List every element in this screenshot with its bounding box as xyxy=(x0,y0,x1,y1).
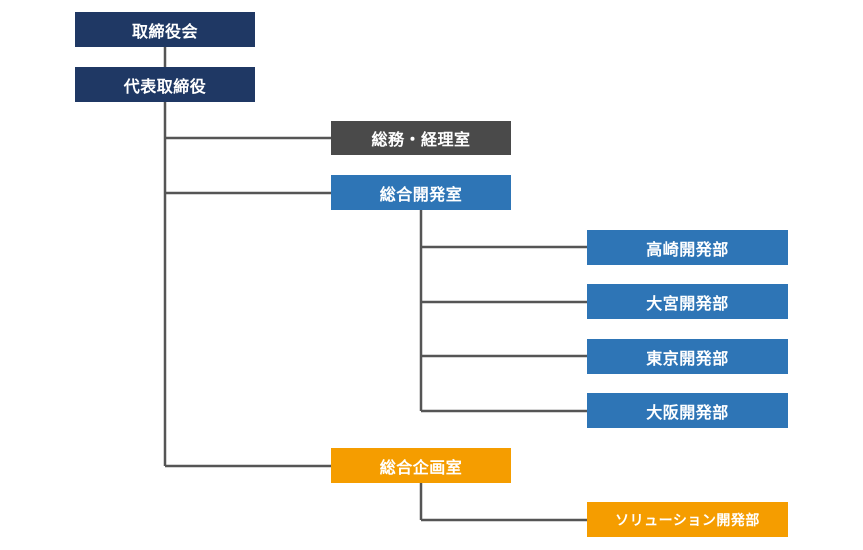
node-label: 東京開発部 xyxy=(646,348,729,368)
node-omiya-dev-dept: 大宮開発部 xyxy=(587,284,788,319)
node-general-planning-office: 総合企画室 xyxy=(331,448,511,483)
node-label: 大宮開発部 xyxy=(646,293,729,313)
node-label: 取締役会 xyxy=(131,21,198,41)
node-board-of-directors: 取締役会 xyxy=(75,12,255,47)
node-general-development-office: 総合開発室 xyxy=(331,175,511,210)
node-label: 高崎開発部 xyxy=(646,239,729,259)
node-representative-director: 代表取締役 xyxy=(75,67,255,102)
node-label: ソリューション開発部 xyxy=(615,512,760,529)
node-solution-dev-dept: ソリューション開発部 xyxy=(587,502,788,537)
node-label: 総合企画室 xyxy=(379,457,463,477)
node-tokyo-dev-dept: 東京開発部 xyxy=(587,339,788,374)
node-label: 総務・経理室 xyxy=(371,130,471,149)
node-label: 総合開発室 xyxy=(379,184,463,204)
node-admin-accounting-office: 総務・経理室 xyxy=(331,121,511,155)
node-takasaki-dev-dept: 高崎開発部 xyxy=(587,230,788,265)
node-osaka-dev-dept: 大阪開発部 xyxy=(587,393,788,428)
node-label: 大阪開発部 xyxy=(646,402,729,422)
node-label: 代表取締役 xyxy=(123,76,207,96)
